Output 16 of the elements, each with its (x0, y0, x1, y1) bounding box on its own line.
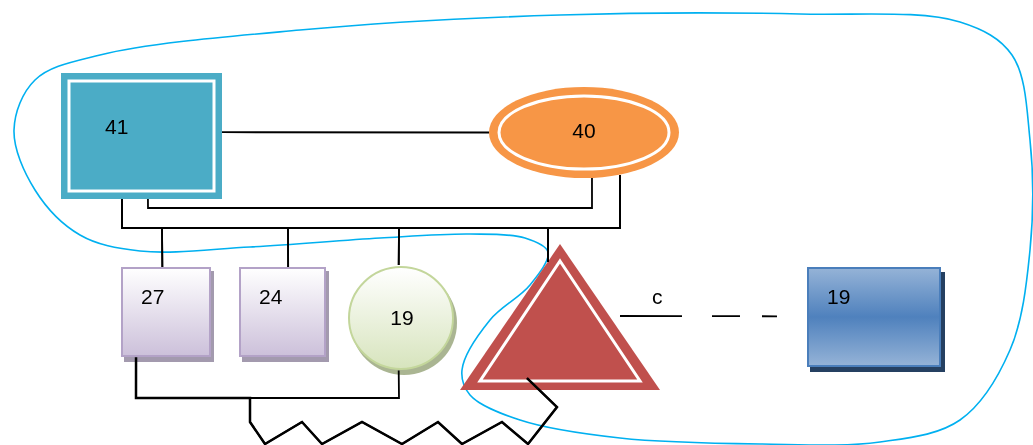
ellipse-node (489, 87, 679, 178)
node-label: 24 (259, 285, 283, 309)
connector-line (147, 177, 593, 209)
connector-line (221, 131, 490, 134)
node-label: 19 (827, 285, 851, 309)
node-label: 27 (141, 285, 165, 309)
node-label: 41 (105, 115, 129, 139)
process-box (239, 267, 330, 362)
process-box (121, 267, 215, 362)
process-box (807, 267, 945, 372)
connector-line (249, 369, 559, 445)
circle-node (347, 265, 457, 375)
node-label: 19 (390, 306, 414, 330)
connector-line (134, 357, 559, 445)
process-box (61, 73, 222, 199)
node-label: 40 (572, 118, 596, 143)
